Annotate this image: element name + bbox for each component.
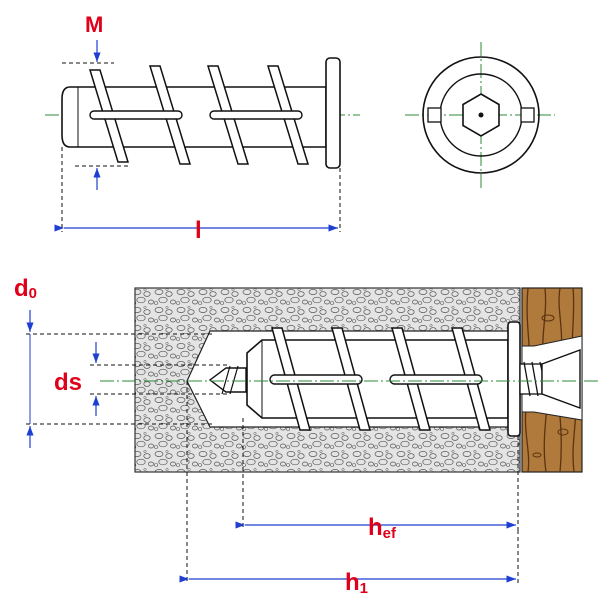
- h1-dimension: h1: [179, 381, 519, 597]
- ds-dimension: ds: [54, 342, 228, 416]
- anchor-side-view: [45, 57, 360, 169]
- m-label: M: [85, 12, 103, 37]
- hef-dimension: hef: [235, 418, 519, 542]
- d0-label: d0: [14, 275, 37, 302]
- d0-dimension: d0: [14, 275, 212, 448]
- end-view-slot-left: [427, 107, 442, 123]
- anchor-slot-right: [209, 110, 303, 120]
- anchor-flange: [325, 57, 341, 169]
- hef-label: hef: [368, 514, 397, 542]
- h1-label: h1: [345, 569, 368, 597]
- l-dimension: l: [54, 147, 341, 244]
- anchor-end-view: [405, 42, 555, 190]
- end-view-outer-circle: [422, 56, 540, 174]
- ds-label: ds: [54, 369, 82, 396]
- wood-screw: [519, 348, 581, 410]
- anchor-slot-left: [89, 110, 183, 120]
- m-dimension: M: [62, 12, 128, 190]
- anchor-body: [61, 86, 327, 148]
- end-view-slot-right: [520, 107, 535, 123]
- l-label: l: [195, 217, 202, 244]
- installed-anchor: [208, 321, 521, 437]
- installed-section: [100, 287, 600, 473]
